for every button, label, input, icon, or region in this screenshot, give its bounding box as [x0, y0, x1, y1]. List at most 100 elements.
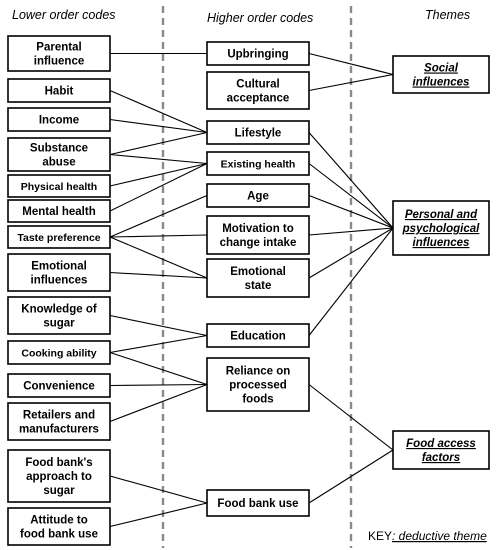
higher-code-label: Existing health [221, 159, 296, 171]
link-substance-to-existing [109, 153, 208, 165]
higher-code-label: Age [247, 191, 269, 203]
lower-code-taste: Taste preference [7, 225, 111, 249]
link-foodbank-approach-to-foodbank-use [109, 475, 208, 504]
lower-code-box-border [7, 107, 111, 132]
lower-code-label: Physical health [21, 181, 97, 193]
higher-code-label-line: Food bank use [217, 498, 298, 510]
link-retailers-to-reliance [109, 383, 208, 423]
lower-code-label: Income [39, 115, 79, 127]
higher-code-label: Lifestyle [235, 128, 282, 140]
higher-code-label-line: Existing health [221, 159, 296, 171]
higher-code-label-line: change intake [220, 237, 297, 249]
lower-code-label-line: Habit [45, 86, 74, 98]
lower-code-label: Food bank's approach to sugar [25, 457, 92, 497]
link-emotional-inf-to-emotional-state [109, 271, 208, 279]
lower-code-income: Income [7, 107, 111, 132]
link-habit-to-lifestyle [109, 89, 208, 134]
lower-code-box-border [7, 35, 111, 72]
lower-code-label-line: Taste preference [17, 232, 100, 244]
link-cooking-to-reliance [109, 351, 208, 386]
higher-code-label-line: Cultural [236, 79, 279, 91]
lower-code-habit: Habit [7, 78, 111, 103]
lower-code-label-line: Knowledge of [21, 304, 97, 316]
theme-label-line: Food access [406, 438, 476, 450]
theme-label-line: factors [422, 452, 460, 464]
link-lifestyle-to-personal [308, 132, 394, 229]
lower-code-label-line: Emotional [31, 261, 87, 273]
lower-code-label-line: Mental health [22, 206, 95, 218]
link-attitude-to-foodbank-use [109, 502, 208, 528]
link-motivation-to-personal [308, 227, 394, 236]
key-label-prefix: KEY [368, 529, 392, 543]
lower-code-box-border [7, 507, 111, 546]
lower-code-label-line: manufacturers [19, 424, 99, 436]
higher-order-codes-header: Higher order codes [207, 11, 313, 25]
lower-code-knowledge: Knowledge of sugar [7, 296, 111, 335]
lower-code-label-line: approach to [26, 471, 92, 483]
higher-code-box-border [206, 357, 310, 412]
lower-code-label-line: Food bank's [25, 457, 92, 469]
link-convenience-to-reliance [109, 383, 208, 387]
lower-code-mental: Mental health [7, 199, 111, 223]
lower-code-convenience: Convenience [7, 373, 111, 398]
higher-code-box-border [206, 41, 310, 66]
lower-code-label-line: Attitude to [30, 515, 87, 527]
link-existing-to-personal [308, 163, 394, 229]
link-taste-to-emotional-state [109, 236, 208, 279]
higher-code-box-border [206, 215, 310, 255]
higher-code-reliance: Reliance on processed foods [206, 357, 310, 412]
higher-code-label-line: foods [242, 394, 273, 406]
higher-code-label-line: Upbringing [227, 49, 288, 61]
lower-code-box-border [7, 296, 111, 335]
link-cultural-to-social [308, 73, 394, 92]
higher-code-label-line: processed [229, 380, 287, 392]
lower-code-label-line: sugar [43, 318, 75, 330]
higher-code-box-border [206, 258, 310, 298]
higher-code-label-line: state [245, 280, 272, 292]
higher-code-emotional-state: Emotional state [206, 258, 310, 298]
higher-code-education: Education [206, 323, 310, 348]
higher-code-label-line: Reliance on [226, 366, 291, 378]
link-taste-to-motivation [109, 234, 208, 238]
link-age-to-personal [308, 194, 394, 229]
link-income-to-lifestyle [109, 118, 208, 134]
theme-label-line: influences [413, 237, 470, 249]
higher-code-foodbank-use: Food bank use [206, 489, 310, 517]
lower-code-physical: Physical health [7, 174, 111, 198]
lower-code-label-line: sugar [43, 485, 75, 497]
theme-box-border [392, 200, 490, 256]
higher-code-label: Emotional state [230, 266, 286, 292]
lower-code-label: Convenience [23, 381, 95, 393]
link-knowledge-to-education [109, 314, 208, 337]
higher-code-existing: Existing health [206, 151, 310, 176]
link-cooking-to-education [109, 334, 208, 354]
lower-code-label-line: abuse [42, 157, 75, 169]
lower-code-label-line: influence [34, 56, 84, 68]
higher-code-label-line: Emotional [230, 266, 286, 278]
higher-code-label: Reliance on processed foods [226, 366, 291, 406]
lower-code-label: Cooking ability [21, 348, 96, 360]
higher-code-label: Education [230, 331, 286, 343]
connector-lines [109, 52, 394, 528]
lower-code-label: Taste preference [17, 232, 100, 244]
higher-code-label: Food bank use [217, 498, 298, 510]
higher-code-box-border [206, 183, 310, 208]
themes-header: Themes [425, 8, 470, 22]
theme-label-line: Personal and [405, 209, 478, 221]
